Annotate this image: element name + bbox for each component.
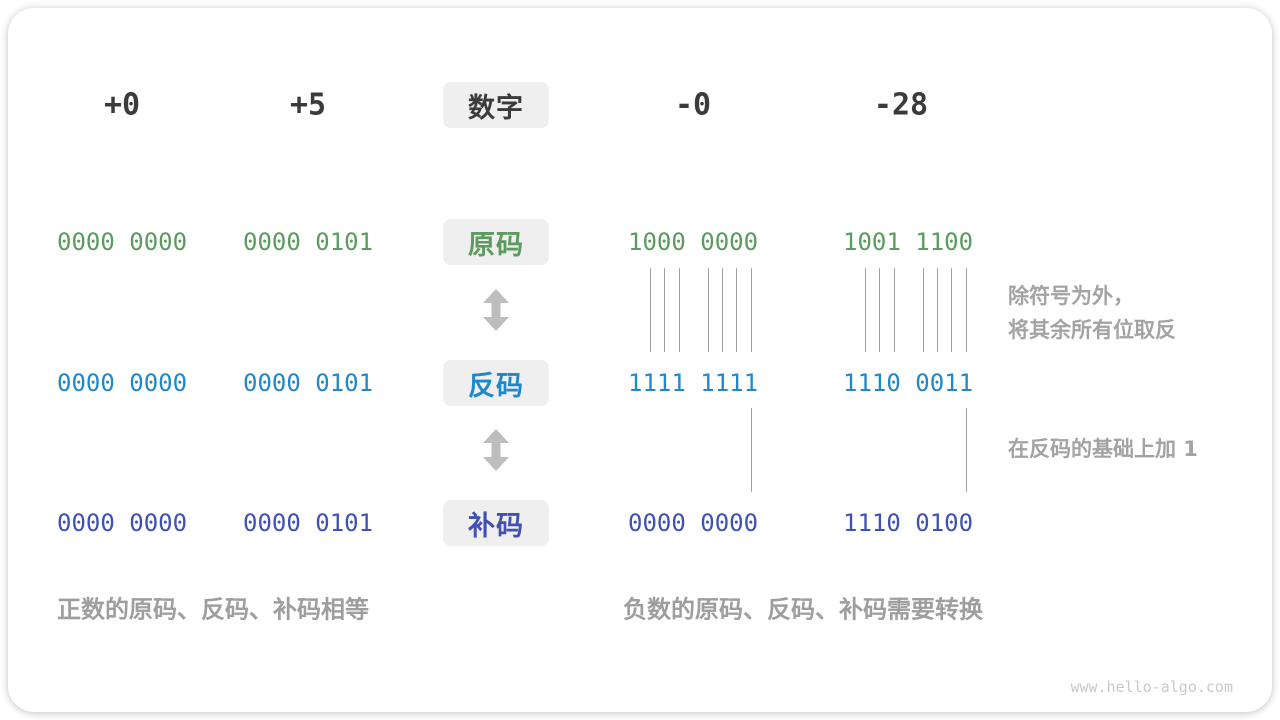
diagram-card bbox=[8, 8, 1272, 712]
bit-flip-line bbox=[751, 268, 752, 352]
header-number-minus28: -28 bbox=[873, 87, 929, 123]
bit-flip-line bbox=[879, 268, 880, 352]
bit-flip-line bbox=[664, 268, 665, 352]
number-label: 数字 bbox=[468, 92, 524, 124]
twos-complement-label-box: 补码 bbox=[443, 500, 549, 546]
bit-flip-line bbox=[865, 268, 866, 352]
bit-flip-line bbox=[894, 268, 895, 352]
sign-magnitude-label: 原码 bbox=[468, 229, 524, 261]
flip-annotation: 除符号为外， 将其余所有位取反 bbox=[1008, 279, 1176, 347]
sign-magnitude-label-box: 原码 bbox=[443, 219, 549, 265]
binary-value: 1001 1100 bbox=[843, 228, 974, 256]
bit-flip-line bbox=[679, 268, 680, 352]
flip-annotation-line1: 除符号为外， bbox=[1008, 284, 1134, 308]
binary-value: 1110 0011 bbox=[843, 369, 974, 397]
bit-flip-line bbox=[708, 268, 709, 352]
bit-flip-line bbox=[966, 268, 967, 352]
binary-value: 0000 0101 bbox=[243, 369, 374, 397]
carry-line bbox=[751, 408, 752, 492]
binary-value: 1110 0100 bbox=[843, 509, 974, 537]
header-number-plus5: +5 bbox=[289, 87, 327, 123]
bit-flip-line bbox=[937, 268, 938, 352]
negative-caption: 负数的原码、反码、补码需要转换 bbox=[623, 595, 983, 624]
binary-value: 0000 0000 bbox=[57, 369, 188, 397]
positive-caption: 正数的原码、反码、补码相等 bbox=[57, 595, 369, 624]
binary-value: 0000 0101 bbox=[243, 509, 374, 537]
binary-value: 0000 0000 bbox=[628, 509, 759, 537]
binary-value: 0000 0000 bbox=[57, 228, 188, 256]
flip-annotation-line2: 将其余所有位取反 bbox=[1008, 318, 1176, 342]
number-label-box: 数字 bbox=[443, 82, 549, 128]
up-down-arrow-icon bbox=[483, 289, 509, 331]
up-down-arrow-icon bbox=[483, 429, 509, 471]
twos-complement-label: 补码 bbox=[468, 510, 524, 542]
bit-flip-line bbox=[951, 268, 952, 352]
ones-complement-label-box: 反码 bbox=[443, 360, 549, 406]
binary-value: 0000 0101 bbox=[243, 228, 374, 256]
bit-flip-line bbox=[923, 268, 924, 352]
ones-complement-label: 反码 bbox=[468, 370, 524, 402]
binary-value: 1000 0000 bbox=[628, 228, 759, 256]
bit-flip-line bbox=[650, 268, 651, 352]
header-number-minus0: -0 bbox=[674, 87, 712, 123]
binary-value: 0000 0000 bbox=[57, 509, 188, 537]
bit-flip-line bbox=[722, 268, 723, 352]
carry-line bbox=[966, 408, 967, 492]
binary-value: 1111 1111 bbox=[628, 369, 759, 397]
watermark: www.hello-algo.com bbox=[1070, 678, 1233, 696]
bit-flip-line bbox=[736, 268, 737, 352]
add-one-annotation: 在反码的基础上加 1 bbox=[1008, 437, 1198, 461]
header-number-plus0: +0 bbox=[103, 87, 141, 123]
